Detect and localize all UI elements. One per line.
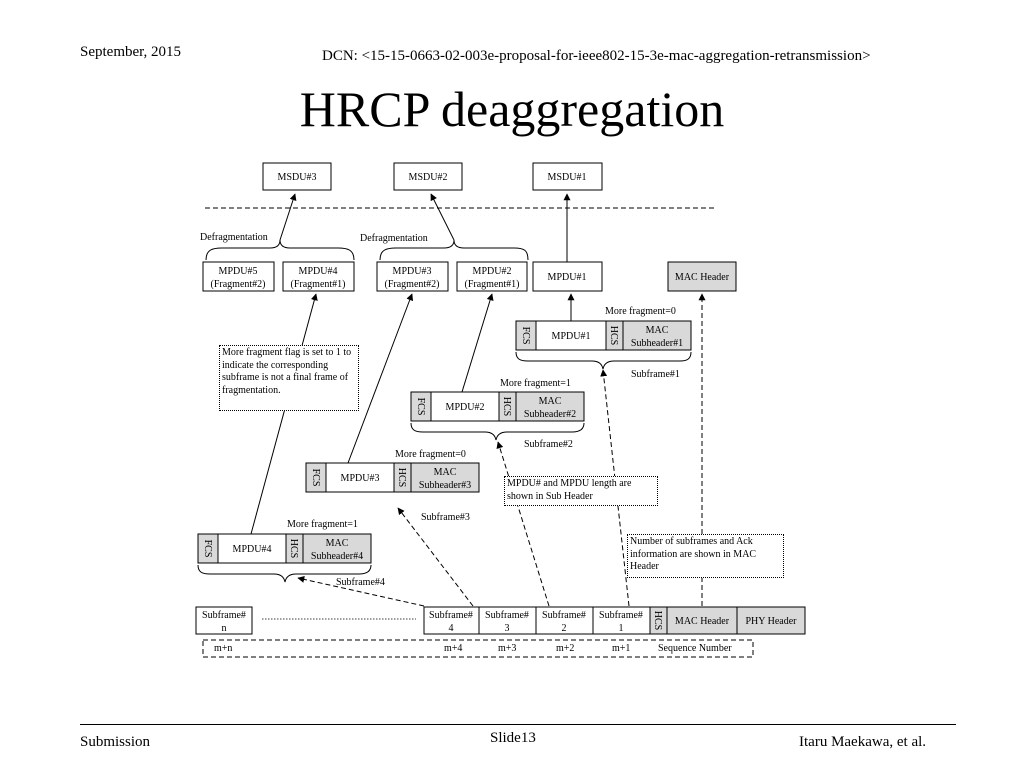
svg-text:MSDU#3: MSDU#3 — [278, 172, 317, 183]
svg-text:1: 1 — [619, 623, 624, 634]
header-dcn: DCN: <15-15-0663-02-003e-proposal-for-ie… — [322, 48, 871, 64]
svg-text:Subframe#3: Subframe#3 — [421, 512, 470, 523]
svg-text:MSDU#1: MSDU#1 — [548, 172, 587, 183]
svg-text:m+2: m+2 — [556, 643, 574, 654]
svg-text:MPDU#3: MPDU#3 — [393, 266, 432, 277]
mpdu2-box: MPDU#2 (Fragment#1) — [456, 261, 528, 292]
note-mac-header: Number of subframes and Ack information … — [627, 534, 784, 578]
svg-text:Subframe#: Subframe# — [599, 610, 643, 621]
svg-text:Subframe#: Subframe# — [429, 610, 473, 621]
defrag-label-2: Defragmentation — [360, 233, 428, 244]
svg-text:MPDU#4: MPDU#4 — [233, 544, 272, 555]
svg-text:MPDU#5: MPDU#5 — [219, 266, 258, 277]
msdu2-box: MSDU#2 — [393, 162, 463, 191]
svg-text:FCS: FCS — [202, 540, 213, 558]
svg-text:Subframe#2: Subframe#2 — [524, 439, 573, 450]
subframe1: More fragment=0 FCS MPDU#1 HCS MAC Subhe… — [515, 306, 692, 380]
svg-text:MAC: MAC — [539, 396, 562, 407]
svg-text:MAC: MAC — [434, 467, 457, 478]
msdu3-box: MSDU#3 — [262, 162, 332, 191]
mpdu5-box: MPDU#5 (Fragment#2) — [202, 261, 275, 292]
svg-text:(Fragment#1): (Fragment#1) — [465, 279, 520, 290]
svg-text:MPDU#1: MPDU#1 — [548, 272, 587, 283]
svg-text:m+3: m+3 — [498, 643, 516, 654]
note-sub-header: MPDU# and MPDU length are shown in Sub H… — [504, 476, 658, 506]
svg-text:m+4: m+4 — [444, 643, 462, 654]
svg-text:More fragment=1: More fragment=1 — [287, 519, 358, 530]
defrag-brace-1 — [205, 239, 355, 261]
svg-text:m+1: m+1 — [612, 643, 630, 654]
svg-text:MPDU#1: MPDU#1 — [552, 331, 591, 342]
svg-text:HCS: HCS — [501, 397, 512, 416]
msdu1-box: MSDU#1 — [532, 162, 603, 191]
svg-text:FCS: FCS — [520, 327, 531, 345]
svg-text:MPDU#2: MPDU#2 — [473, 266, 512, 277]
subframe4: More fragment=1 FCS MPDU#4 HCS MAC Subhe… — [197, 519, 385, 588]
svg-text:Subframe#4: Subframe#4 — [336, 577, 385, 588]
svg-text:More fragment=0: More fragment=0 — [605, 306, 676, 317]
svg-text:2: 2 — [562, 623, 567, 634]
aggregated-frame: Subframe# n Subframe# 4 Subframe# 3 Subf… — [195, 606, 806, 635]
mpdu1-box: MPDU#1 — [532, 261, 603, 292]
svg-text:HCS: HCS — [652, 611, 663, 630]
svg-text:Subframe#: Subframe# — [542, 610, 586, 621]
svg-text:Subframe#: Subframe# — [202, 610, 246, 621]
footer-author: Itaru Maekawa, et al. — [799, 734, 927, 750]
svg-text:Subframe#: Subframe# — [485, 610, 529, 621]
svg-text:MAC: MAC — [646, 325, 669, 336]
svg-text:MAC: MAC — [326, 538, 349, 549]
svg-text:4: 4 — [449, 623, 454, 634]
svg-text:PHY Header: PHY Header — [745, 616, 797, 627]
svg-text:Subheader#2: Subheader#2 — [524, 409, 576, 420]
svg-text:FCS: FCS — [415, 398, 426, 416]
svg-text:(Fragment#2): (Fragment#2) — [385, 279, 440, 290]
svg-text:MPDU#3: MPDU#3 — [341, 473, 380, 484]
svg-text:n: n — [222, 623, 227, 634]
svg-text:More fragment=1: More fragment=1 — [500, 378, 571, 389]
svg-text:m+n: m+n — [214, 643, 232, 654]
note-more-fragment: More fragment flag is set to 1 to indica… — [219, 345, 359, 411]
svg-text:MAC Header: MAC Header — [675, 616, 730, 627]
svg-text:MAC Header: MAC Header — [675, 272, 730, 283]
svg-text:MPDU#4: MPDU#4 — [299, 266, 338, 277]
svg-text:(Fragment#2): (Fragment#2) — [211, 279, 266, 290]
mpdu4-box: MPDU#4 (Fragment#1) — [282, 261, 355, 292]
svg-text:Subheader#4: Subheader#4 — [311, 551, 363, 562]
footer-submission: Submission — [80, 734, 151, 750]
svg-text:(Fragment#1): (Fragment#1) — [291, 279, 346, 290]
svg-text:Subheader#3: Subheader#3 — [419, 480, 471, 491]
defrag-label-1: Defragmentation — [200, 232, 268, 243]
svg-text:FCS: FCS — [310, 469, 321, 487]
svg-text:Subframe#1: Subframe#1 — [631, 369, 680, 380]
mac-header-box: MAC Header — [667, 261, 737, 292]
svg-text:Subheader#1: Subheader#1 — [631, 338, 683, 349]
header-date: September, 2015 — [80, 44, 182, 60]
page-title: HRCP deaggregation — [299, 81, 725, 137]
svg-text:MPDU#2: MPDU#2 — [446, 402, 485, 413]
svg-text:HCS: HCS — [396, 468, 407, 487]
sequence-number-row: m+n m+4 m+3 m+2 m+1 Sequence Number — [202, 639, 754, 658]
svg-text:MSDU#2: MSDU#2 — [409, 172, 448, 183]
footer-slide-number: Slide13 — [490, 730, 536, 746]
svg-text:3: 3 — [505, 623, 510, 634]
footer-divider — [80, 724, 956, 725]
subframe3: More fragment=0 FCS MPDU#3 HCS MAC Subhe… — [305, 449, 480, 523]
mpdu3-box: MPDU#3 (Fragment#2) — [376, 261, 449, 292]
subframe2: More fragment=1 FCS MPDU#2 HCS MAC Subhe… — [410, 378, 585, 450]
svg-text:HCS: HCS — [608, 326, 619, 345]
svg-text:HCS: HCS — [288, 539, 299, 558]
svg-text:Sequence Number: Sequence Number — [658, 643, 732, 654]
svg-text:More fragment=0: More fragment=0 — [395, 449, 466, 460]
